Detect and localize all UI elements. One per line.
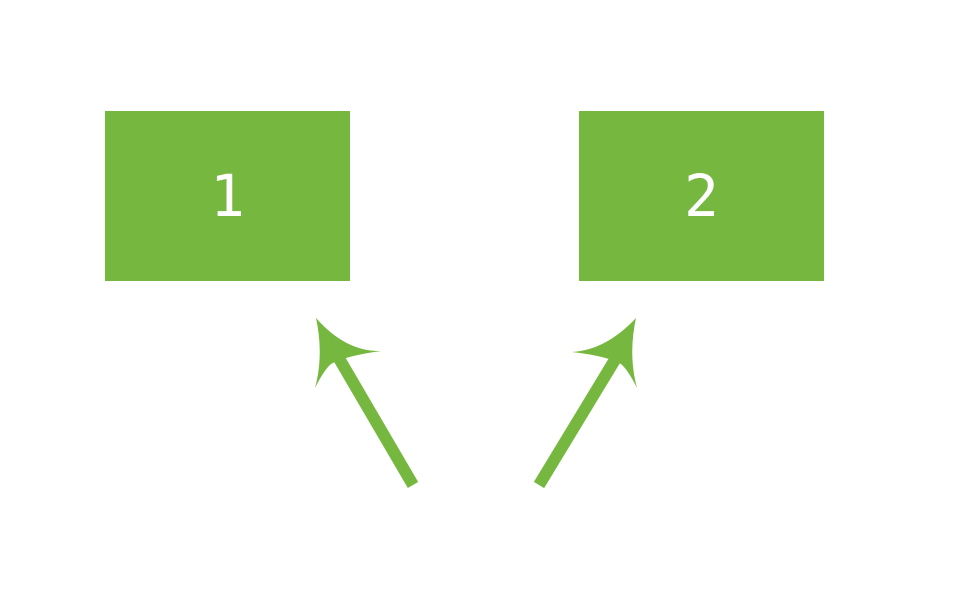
box-2-label: 2 (684, 162, 719, 230)
box-1-label: 1 (210, 162, 245, 230)
box-2: 2 (579, 111, 824, 281)
box-1: 1 (105, 111, 350, 281)
arrow-up-left-icon (315, 318, 419, 489)
arrow-up-right-icon (533, 318, 637, 489)
